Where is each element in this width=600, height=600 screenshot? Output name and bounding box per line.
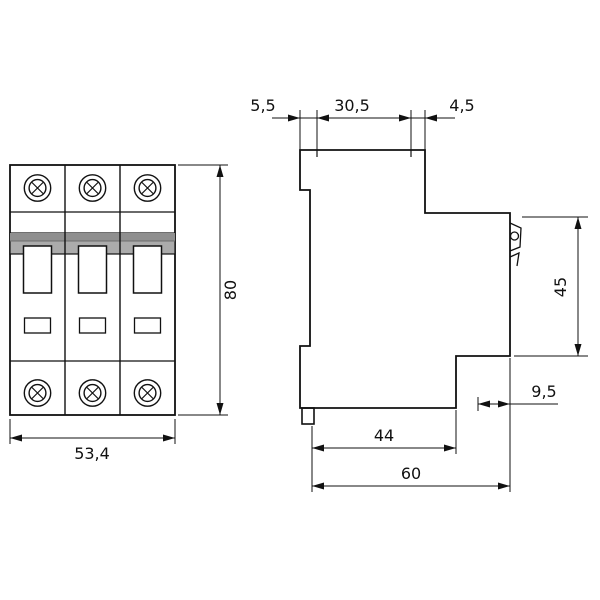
toggle-lever-2 [77,245,108,294]
dim-label-9-5: 9,5 [531,382,556,401]
arrowhead-left [10,434,22,442]
toggle-lever-3 [132,245,163,294]
clamp-screw-icon [509,231,520,241]
arrowhead-down [574,344,582,356]
label-window-2 [78,317,107,334]
label-windows [23,317,162,334]
screw-icon [23,174,52,202]
dimension-depth-body: 44 [311,410,457,492]
din-clip-tab [301,407,315,425]
arrowhead-left [425,114,437,122]
dimension-top-chain: 5,5 30,5 4,5 [250,96,475,150]
arrowhead-right [163,434,175,442]
arrowhead-right [444,444,456,452]
side-profile-outline [299,149,511,409]
dimension-front-width: 53,4 [9,419,176,463]
arrowhead-right [498,482,510,490]
side-view [299,149,522,425]
toggle-lever-1 [22,245,53,294]
arrowhead-up [216,165,224,177]
dimension-depth-total: 60 [312,358,511,492]
screw-icon [78,379,107,407]
clamp-lower-lip [509,251,520,267]
front-view [9,164,176,416]
dimension-front-height: 80 [178,164,240,416]
label-window-1 [23,317,52,334]
dim-label-45: 45 [551,277,570,297]
screw-icon [78,174,107,202]
dim-label-80: 80 [221,280,240,300]
arrowhead-right [288,114,300,122]
dim-label-30-5: 30,5 [334,96,370,115]
dimension-side-front-height: 45 [514,216,588,357]
top-surface-grooves [316,150,412,157]
arrowhead-left [478,400,490,408]
toggle-levers [22,245,163,294]
clamp-outline [509,222,522,252]
arrowhead-left [317,114,329,122]
dim-label-53-4: 53,4 [74,444,110,463]
arrowhead-right [399,114,411,122]
terminal-clamp-detail [509,222,522,267]
dim-label-44: 44 [374,426,394,445]
dim-label-5-5: 5,5 [250,96,275,115]
arrowhead-up [574,217,582,229]
terminal-screws-bottom [23,379,162,407]
dim-label-4-5: 4,5 [449,96,474,115]
terminal-screws-top [23,174,162,202]
screw-icon [133,379,162,407]
arrowhead-right [498,400,510,408]
screw-icon [23,379,52,407]
label-window-3 [133,317,162,334]
dim-label-60: 60 [401,464,421,483]
arrowhead-left [312,482,324,490]
dimension-terminal-depth: 9,5 [477,382,558,411]
arrowhead-down [216,403,224,415]
arrowhead-left [312,444,324,452]
screw-icon [133,174,162,202]
